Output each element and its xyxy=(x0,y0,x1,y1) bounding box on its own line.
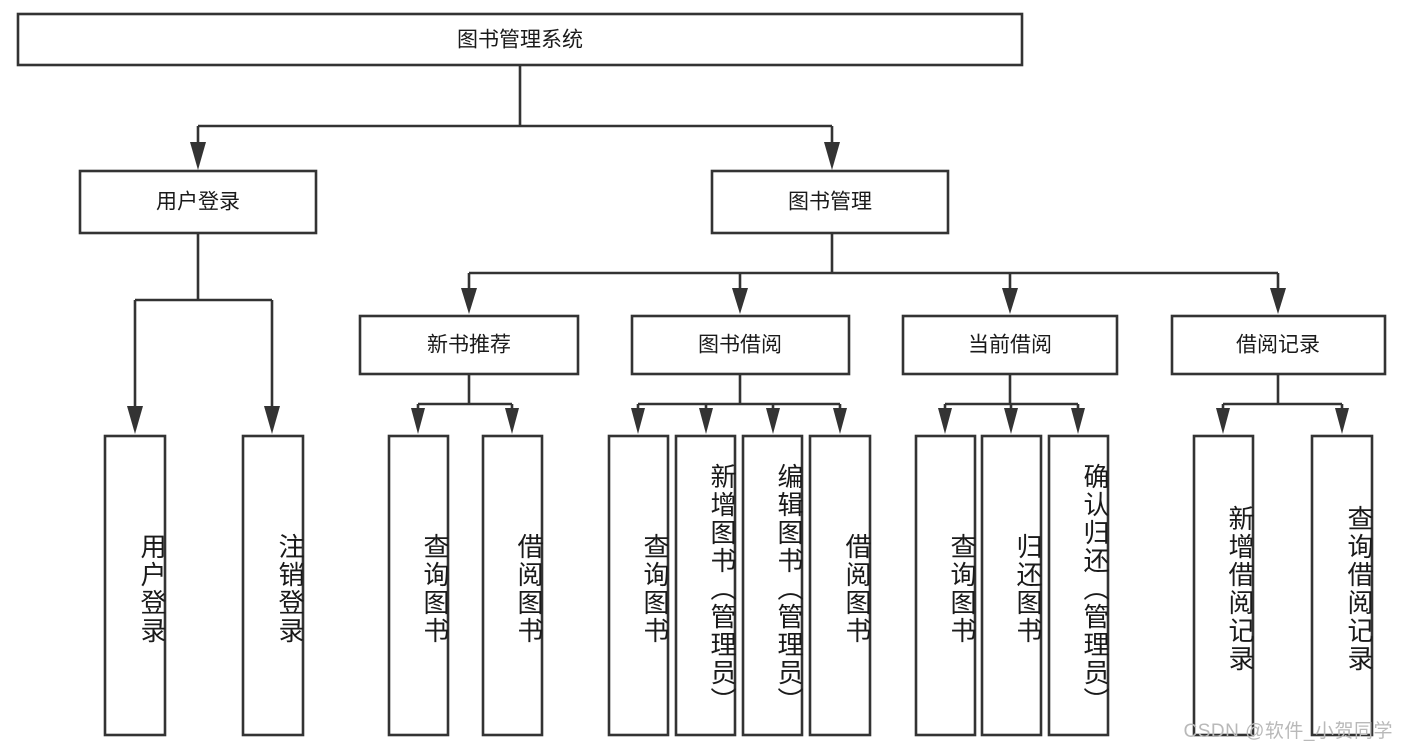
leaf-box-bookborrow-1[interactable] xyxy=(607,434,670,737)
csdn-watermark: CSDN @软件_小贺同学 xyxy=(1183,721,1393,742)
arrow-head-currentborrow-leaf-2 xyxy=(1004,408,1018,434)
leaf-box-user-login-2[interactable] xyxy=(241,434,305,737)
arrow-head-current xyxy=(1002,288,1018,314)
node-book-borrow-label: 图书借阅 xyxy=(698,334,782,357)
connector-group-book-manage xyxy=(461,233,1286,314)
node-root-box[interactable] xyxy=(16,12,1024,67)
node-current-borrow[interactable]: 当前借阅 xyxy=(901,314,1119,376)
connector-group-user-login xyxy=(127,233,280,434)
leaf-box-borrowrecord-1[interactable] xyxy=(1192,434,1255,737)
arrow-head-bookborrow-leaf-3 xyxy=(766,408,780,434)
arrow-head-borrow xyxy=(732,288,748,314)
arrow-head-borrowrecord-leaf-1 xyxy=(1216,408,1230,434)
node-user-login[interactable]: 用户登录 xyxy=(78,169,318,235)
arrow-head-newbook-leaf-2 xyxy=(505,408,519,434)
node-current-borrow-label: 当前借阅 xyxy=(968,334,1052,357)
connector-group-root xyxy=(190,65,840,170)
connector-group-newbook xyxy=(411,374,519,434)
node-new-book-recommend[interactable]: 新书推荐 xyxy=(358,314,580,376)
leaf-box-user-login-1[interactable] xyxy=(103,434,167,737)
node-root-label: 图书管理系统 xyxy=(457,29,583,52)
arrow-head-newbook-leaf-1 xyxy=(411,408,425,434)
leaf-box-bookborrow-2[interactable] xyxy=(674,434,737,737)
node-user-login-label: 用户登录 xyxy=(156,191,240,214)
arrow-head-record xyxy=(1270,288,1286,314)
arrow-head-leaf-user-login xyxy=(127,406,143,434)
node-new-book-recommend-label: 新书推荐 xyxy=(427,334,511,357)
arrow-head-leaf-logout xyxy=(264,406,280,434)
node-current-borrow-box[interactable] xyxy=(901,314,1119,376)
node-borrow-record-label: 借阅记录 xyxy=(1236,334,1320,357)
leaf-box-newbook-2[interactable] xyxy=(481,434,544,737)
node-book-borrow[interactable]: 图书借阅 xyxy=(630,314,851,376)
node-root[interactable]: 图书管理系统 xyxy=(16,12,1024,67)
node-book-manage-label: 图书管理 xyxy=(788,191,872,214)
leaf-box-bookborrow-4[interactable] xyxy=(808,434,872,737)
connector-group-bookborrow xyxy=(631,374,847,434)
leaf-boxes xyxy=(103,434,1374,737)
node-book-borrow-box[interactable] xyxy=(630,314,851,376)
arrow-head-newbook xyxy=(461,288,477,314)
node-book-manage-box[interactable] xyxy=(710,169,950,235)
arrow-head-bookborrow-leaf-1 xyxy=(631,408,645,434)
connector-group-borrowrecord xyxy=(1216,374,1349,434)
node-new-book-recommend-box[interactable] xyxy=(358,314,580,376)
leaf-box-borrowrecord-2[interactable] xyxy=(1310,434,1374,737)
leaf-box-bookborrow-3[interactable] xyxy=(741,434,804,737)
arrow-head-book-manage xyxy=(824,142,840,170)
leaf-box-currentborrow-3[interactable] xyxy=(1047,434,1110,737)
arrow-head-currentborrow-leaf-1 xyxy=(938,408,952,434)
arrow-head-bookborrow-leaf-4 xyxy=(833,408,847,434)
leaf-box-currentborrow-1[interactable] xyxy=(914,434,977,737)
arrow-head-bookborrow-leaf-2 xyxy=(699,408,713,434)
connector-group-currentborrow xyxy=(938,374,1085,434)
node-user-login-box[interactable] xyxy=(78,169,318,235)
node-book-manage[interactable]: 图书管理 xyxy=(710,169,950,235)
arrow-head-borrowrecord-leaf-2 xyxy=(1335,408,1349,434)
node-borrow-record[interactable]: 借阅记录 xyxy=(1170,314,1387,376)
leaf-box-newbook-1[interactable] xyxy=(387,434,450,737)
leaf-box-currentborrow-2[interactable] xyxy=(980,434,1043,737)
node-borrow-record-box[interactable] xyxy=(1170,314,1387,376)
arrow-head-currentborrow-leaf-3 xyxy=(1071,408,1085,434)
arrow-head-user-login xyxy=(190,142,206,170)
